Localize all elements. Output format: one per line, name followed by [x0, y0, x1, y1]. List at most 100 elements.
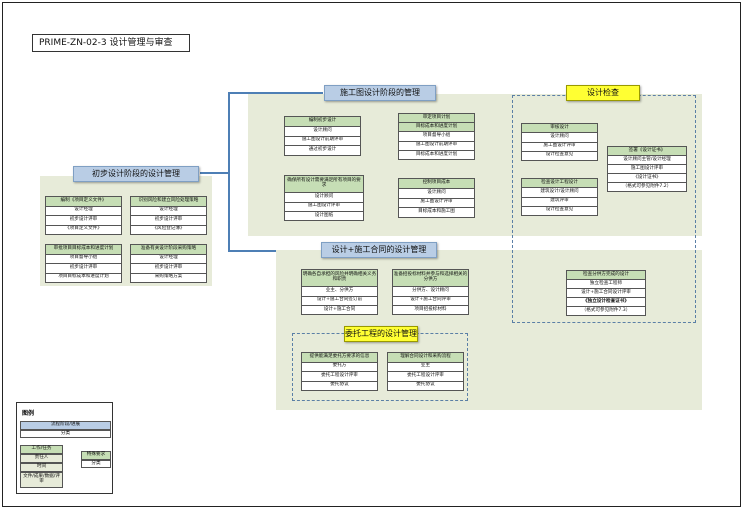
owner-cell: 业主、分供方: [302, 287, 377, 297]
time-cell: 施工图设计评审: [285, 202, 363, 212]
task-cell: 控制项目成本: [399, 179, 474, 189]
owner-cell: 设计顾问: [285, 126, 360, 137]
prelim-task-group: 编制《项目定义文件》 设计经理 初步设计评审 《项目定义文件》: [45, 196, 122, 235]
owner-cell: 分供方、设计顾问: [393, 287, 468, 297]
construction-task-group: 确保所有设计需要满足所有项目的要求 设计顾问 施工图设计评审 设计图纸: [284, 175, 364, 221]
legend-task: 工作/任务: [20, 445, 63, 454]
phase-commissioned: 委托工程的设计管理: [344, 326, 418, 342]
task-cell: 目标成本和进度计划: [399, 123, 474, 133]
prelim-task-group: 识别风险和建立风险处理策略 设计经理 初步设计评审 《风险登记簿》: [130, 196, 207, 235]
legend-owner: 责任人: [20, 454, 63, 463]
task-cell: 准备有关设计阶段采购策略: [131, 245, 206, 255]
output-cell: 委托协议: [388, 381, 463, 390]
legend-special: 特殊要求: [81, 451, 111, 460]
legend-time: 时间: [20, 463, 63, 472]
output-cell: 目标成本和施工图: [399, 208, 474, 217]
task-cell: 准备招投标材料并参与和选择相关的分供方: [393, 270, 468, 288]
time-cell: 施工图设计前期评审: [399, 141, 474, 151]
output-cell: 《风险登记簿》: [131, 225, 206, 234]
prelim-task-group: 审批项目目标成本和进度计划 项目督导小组 初步设计评审 项目目标成本和进度计划: [45, 244, 122, 283]
task-cell: 提供能满足委托方要求的信息: [302, 353, 377, 363]
task-cell: 理解合同设计和采购流程: [388, 353, 463, 363]
connector-construction: [228, 92, 323, 94]
time-cell: 委托工程设计评审: [388, 372, 463, 382]
legend-title: 图例: [22, 410, 35, 417]
commissioned-task-group: 理解合同设计和采购流程 业主 委托工程设计评审 委托协议: [387, 352, 464, 391]
page-title: PRIME-ZN-02-3 设计管理与审查: [32, 34, 190, 52]
output-note-cell: （格式可参见附件7.3）: [567, 307, 645, 315]
output-cell: 设计检查意见: [522, 151, 597, 160]
time-cell: 初步设计评审: [131, 264, 206, 274]
task-cell: 签署《设计证书》: [608, 147, 686, 156]
task-cell: 编制初步设计: [285, 117, 360, 127]
legend-phase: 流程阶段/进展: [20, 421, 111, 430]
legend-category: 分类: [20, 430, 111, 438]
output-note-cell: （格式可参见附件7.2）: [608, 183, 686, 191]
owner-cell: 设计经理: [131, 254, 206, 264]
output-cell: 目标成本和进度计划: [399, 150, 474, 160]
owner-cell: 建筑设计/设计顾问: [522, 188, 597, 198]
commissioned-task-group: 提供能满足委托方要求的信息 委托方 委托工程设计评审 委托协议: [301, 352, 378, 391]
phase-construction: 施工图设计阶段的管理: [324, 85, 436, 101]
task-cell: 确保所有设计需要满足所有项目的要求: [285, 176, 363, 194]
task-cell: 识别风险和建立风险处理策略: [131, 197, 206, 207]
time-cell: 初步设计评审: [46, 216, 121, 226]
check-task-group: 审核设计 设计顾问 施工图设计评审 设计检查意见: [521, 123, 598, 161]
connector-design-construction: [228, 250, 320, 252]
check-task-group: 签署《设计证书》 设计顾问主管/设计经理 施工图设计评审 《设计证书》 （格式可…: [607, 146, 687, 192]
task-cell: 审批项目目标成本和进度计划: [46, 245, 121, 255]
check-task-group: 检查设计工程设计 建筑设计/设计顾问 建筑评审 设计检查意见: [521, 178, 598, 216]
task-cell: 审核设计: [522, 124, 597, 134]
output-cell: 委托协议: [302, 381, 377, 390]
construction-task-group: 控制项目成本 设计顾问 施工图设计评审 目标成本和施工图: [398, 178, 475, 218]
time-cell: 初步设计评审: [131, 216, 206, 226]
owner-cell: 设计顾问: [522, 133, 597, 143]
dc-task-group: 明确各自承担的风险并明确相关义务和职责 业主、分供方 设计+施工合同签订前 设计…: [301, 269, 378, 315]
construction-task-group: 审定项目计划 目标成本和进度计划 项目督导小组 施工图设计前期评审 目标成本和进…: [398, 113, 475, 160]
connector-prelim: [200, 172, 229, 174]
task-cell: 编制《项目定义文件》: [46, 197, 121, 207]
output-cell: 设计检查意见: [522, 206, 597, 215]
output-cell: 项目目标成本和进度计划: [46, 273, 121, 282]
output-cell: 《设计证书》: [608, 174, 686, 183]
owner-cell: 独立检查工程师: [567, 280, 645, 289]
owner-cell: 设计经理: [131, 206, 206, 216]
time-cell: 施工图设计评审: [522, 142, 597, 152]
time-cell: 委托工程设计评审: [302, 372, 377, 382]
owner-cell: 委托方: [302, 362, 377, 372]
time-cell: 施工图设计评审: [608, 165, 686, 174]
legend: 图例 流程阶段/进展 分类 工作/任务 责任人 时间 文件/成果/数据/评审 特…: [16, 402, 113, 494]
time-cell: 建筑评审: [522, 197, 597, 207]
owner-cell: 设计顾问主管/设计经理: [608, 156, 686, 165]
phase-preliminary: 初步设计阶段的设计管理: [73, 166, 199, 182]
time-cell: 初步设计评审: [46, 264, 121, 274]
phase-design-check: 设计检查: [566, 85, 640, 101]
dc-task-group: 准备招投标材料并参与和选择相关的分供方 分供方、设计顾问 设计+施工合同评审 项…: [392, 269, 469, 315]
task-cell: 明确各自承担的风险并明确相关义务和职责: [302, 270, 377, 288]
construction-task-group: 编制初步设计 设计顾问 施工图设计前期评审 通过初步设计: [284, 116, 361, 156]
prelim-task-group: 准备有关设计阶段采购策略 设计经理 初步设计评审 采购策略方案: [130, 244, 207, 283]
task-cell: 审定项目计划: [399, 114, 474, 124]
time-cell: 施工图设计评审: [399, 198, 474, 209]
output-cell: 项目招投标材料: [393, 305, 468, 315]
output-cell: 设计+施工合同: [302, 305, 377, 315]
connector-trunk: [228, 92, 230, 252]
time-cell: 设计+施工合同签订前: [302, 296, 377, 306]
output-cell: 《独立设计检查证书》: [567, 298, 645, 307]
output-cell: 《项目定义文件》: [46, 225, 121, 234]
owner-cell: 设计顾问: [285, 193, 363, 203]
phase-design-construction: 设计+施工合同的设计管理: [321, 242, 437, 258]
time-cell: 施工图设计前期评审: [285, 136, 360, 147]
legend-output: 文件/成果/数据/评审: [20, 472, 63, 488]
owner-cell: 设计顾问: [399, 188, 474, 199]
time-cell: 设计+施工合同设计评审: [567, 289, 645, 298]
output-cell: 采购策略方案: [131, 273, 206, 282]
task-cell: 检查设计工程设计: [522, 179, 597, 189]
owner-cell: 项目督导小组: [399, 132, 474, 142]
owner-cell: 项目督导小组: [46, 254, 121, 264]
legend-special-category: 分类: [81, 460, 111, 468]
task-cell: 检查分供方完成的设计: [567, 271, 645, 280]
check-task-group: 检查分供方完成的设计 独立检查工程师 设计+施工合同设计评审 《独立设计检查证书…: [566, 270, 646, 316]
time-cell: 设计+施工合同评审: [393, 296, 468, 306]
